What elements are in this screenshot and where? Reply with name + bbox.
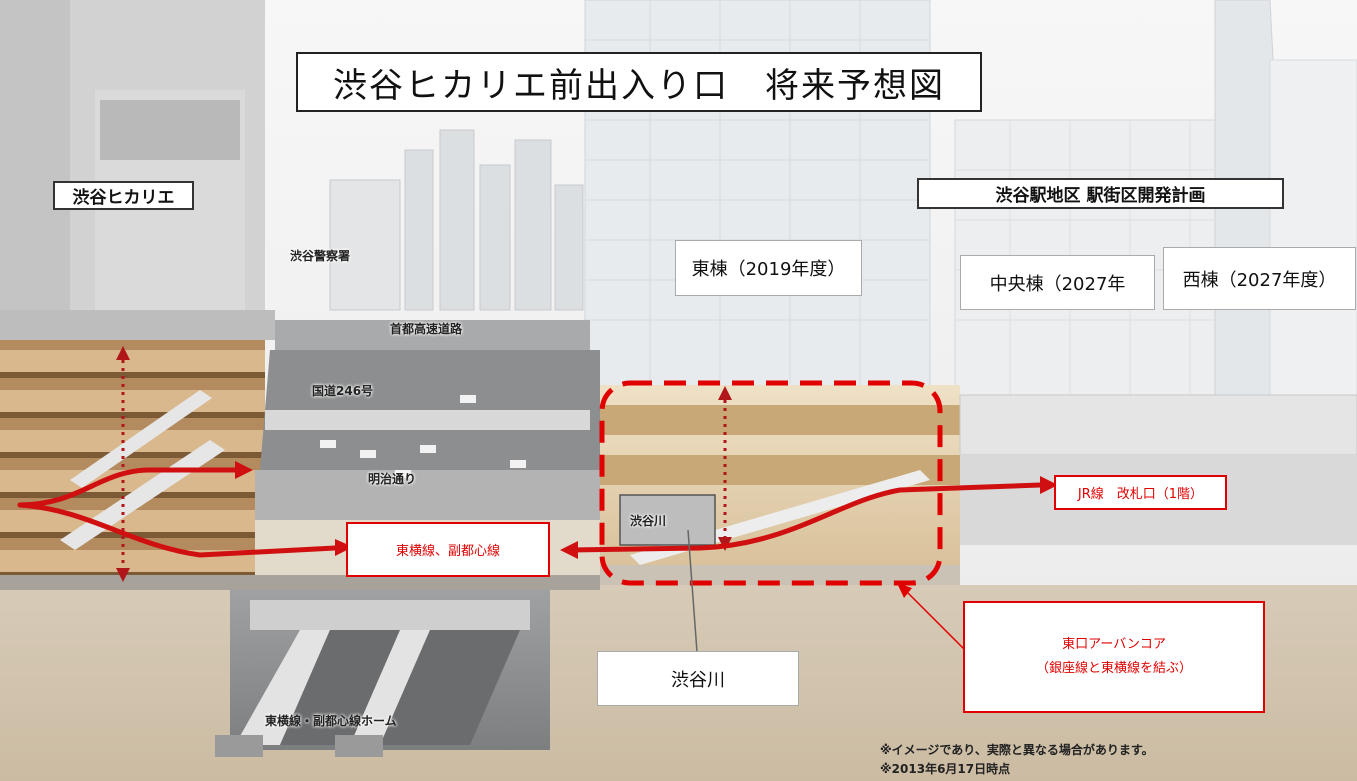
- river-box-label: 渋谷川: [630, 514, 667, 528]
- jr-gate-callout: JR線 改札口（1階）: [1054, 475, 1227, 510]
- urban-core-highlight: [599, 380, 943, 586]
- police-station-label: 渋谷警察署: [290, 249, 351, 263]
- urban-core-callout: 東口アーバンコア （銀座線と東横線を結ぶ）: [963, 601, 1265, 713]
- page-title: 渋谷ヒカリエ前出入り口 将来予想図: [296, 52, 982, 112]
- west-tower-label: 西棟（2027年度）: [1163, 247, 1356, 310]
- hikarie-interior: [0, 340, 265, 590]
- disclaimer-note: ※イメージであり、実際と異なる場合があります。: [880, 743, 1154, 757]
- urban-core-leader-arrowhead: [897, 583, 912, 598]
- central-tower-label: 中央棟（2027年: [960, 255, 1155, 310]
- flow-arrowheads: [235, 461, 1058, 559]
- subway-tunnel: [215, 590, 550, 757]
- east-tower-label: 東棟（2019年度）: [675, 240, 862, 296]
- toyoko-line-callout: 東横線、副都心線: [346, 522, 550, 577]
- meiji-dori-label: 明治通り: [368, 472, 417, 486]
- river-callout: 渋谷川: [597, 651, 799, 706]
- hikarie-building: [0, 0, 275, 340]
- vertical-circulation: [121, 352, 727, 575]
- hikarie-label: 渋谷ヒカリエ: [53, 181, 194, 210]
- river-leader: [687, 529, 698, 653]
- development-label: 渋谷駅地区 駅街区開発計画: [917, 178, 1284, 209]
- road-overpass: [255, 320, 600, 520]
- pedestrian-flow-routes: [17, 467, 1043, 558]
- platform-label: 東横線・副都心線ホーム: [265, 714, 397, 728]
- urban-core-callout-line1: 東口アーバンコア: [1062, 637, 1166, 652]
- route-246-label: 国道246号: [312, 384, 374, 398]
- urban-core-callout-line2: （銀座線と東横線を結ぶ）: [1035, 661, 1192, 676]
- shibuya-river-box: [619, 494, 716, 546]
- date-note: ※2013年6月17日時点: [880, 762, 1011, 776]
- urban-core-leader: [904, 589, 966, 651]
- expressway-label: 首都高速道路: [390, 322, 463, 336]
- distant-buildings: [329, 129, 584, 311]
